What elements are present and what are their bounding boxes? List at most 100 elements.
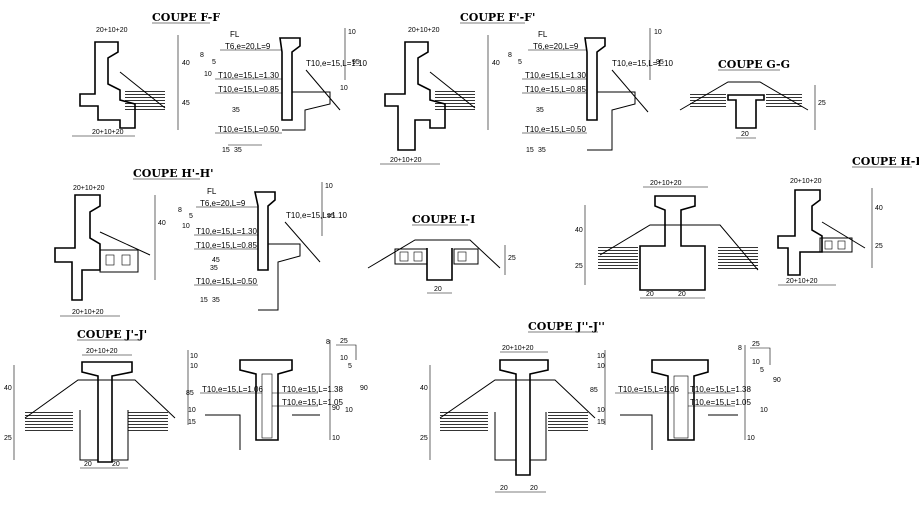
- t-section-outline: [651, 359, 709, 441]
- soil-hatch-right: [718, 245, 758, 270]
- dim-text: 8: [178, 207, 182, 214]
- soil-hatch-right: [766, 94, 802, 108]
- dim-text: 5: [518, 59, 522, 66]
- rebar-label: T10,e=15,L=1.10: [306, 59, 367, 68]
- section-f-prime: COUPE F'-F' 40 20+10+20 20+10+20: [380, 11, 535, 165]
- section-title: COUPE F'-F': [460, 11, 535, 24]
- dim-text: 20+10+20: [502, 345, 534, 352]
- section-title: COUPE J''-J'': [528, 320, 605, 333]
- rebar-label: T10,e=15,L=1.05: [690, 398, 751, 407]
- dim-text: 10: [340, 355, 348, 362]
- dim-text: 10: [188, 407, 196, 414]
- dim-text: 10: [182, 223, 190, 230]
- dim-text: 45: [182, 100, 190, 107]
- dim-text: 90: [332, 405, 340, 412]
- soil-hatch-left: [440, 412, 488, 432]
- dim-text: 20: [500, 485, 508, 492]
- dim-text: 20+10+20: [96, 27, 128, 34]
- section-title: COUPE H'-H': [133, 167, 214, 180]
- section-h-prime: COUPE H'-H' 40 20+10+20 20+10+20: [54, 167, 214, 317]
- dim-text: 15: [597, 419, 605, 426]
- dim-text: 95: [656, 59, 664, 66]
- dim-text: 25: [508, 255, 516, 262]
- slope-line: [821, 221, 866, 249]
- slope-line: [429, 71, 476, 109]
- rebar-detail-j-prime: T10,e=15,L=1.06 T10,e=15,L=1.38 T10,e=15…: [186, 338, 368, 450]
- dim-text: 25: [818, 100, 826, 107]
- dim-text: 25: [420, 435, 428, 442]
- slope-line: [305, 69, 341, 111]
- parapet-profile: [384, 41, 446, 151]
- dim-text: 85: [590, 387, 598, 394]
- footing-outline: [494, 412, 547, 461]
- slope-outline: [24, 379, 176, 419]
- rebar-label: FL: [230, 30, 240, 39]
- dim-text: 20: [530, 485, 538, 492]
- rebar-detail-h-prime: FL T6,e=20,L=9 T10,e=15,L=1.30 T10,e=15,…: [178, 182, 347, 311]
- dim-text: 10: [597, 407, 605, 414]
- dim-text: 15: [200, 297, 208, 304]
- dim-text: 10: [204, 71, 212, 78]
- dim-text: 10: [345, 407, 353, 414]
- rebar-label: T10,e=15,L=1.05: [282, 398, 343, 407]
- dim-text: 10: [760, 407, 768, 414]
- soil-hatch-right: [548, 412, 588, 432]
- rebar-label: T6,e=20,L=9: [200, 199, 246, 208]
- dim-text: 10: [747, 435, 755, 442]
- slope-line: [284, 221, 321, 263]
- block-cell: [824, 240, 833, 250]
- dim-text: 40: [575, 227, 583, 234]
- dim-text: 10: [190, 363, 198, 370]
- dim-text: 25: [575, 263, 583, 270]
- dim-text: 20+10+20: [790, 178, 822, 185]
- dim-text: 35: [232, 107, 240, 114]
- rebar-label: FL: [207, 187, 217, 196]
- dim-text: 90: [360, 385, 368, 392]
- rebar-label: T10,e=15,L=1.10: [286, 211, 347, 220]
- rebar-label: T10,e=15,L=0.50: [196, 277, 257, 286]
- dim-text: 10: [654, 29, 662, 36]
- dim-text: 10: [190, 353, 198, 360]
- rebar-label: T10,e=15,L=0.85: [525, 85, 586, 94]
- dim-text: 5: [189, 213, 193, 220]
- t-section-outline: [81, 361, 133, 463]
- wall-outline: [254, 191, 276, 271]
- soil-hatch: [125, 90, 165, 110]
- hollow-block: [99, 249, 139, 273]
- block-cell: [457, 251, 467, 262]
- slope-outline: [367, 239, 501, 269]
- dim-text: 20+10+20: [73, 185, 105, 192]
- dim-text: 40: [492, 60, 500, 67]
- ground-line: [205, 414, 320, 450]
- dim-text: 10: [348, 29, 356, 36]
- section-i-i: COUPE I-I 20 25: [367, 213, 516, 294]
- dim-text: 20+10+20: [786, 278, 818, 285]
- dim-text: 20: [646, 291, 654, 298]
- section-title: COUPE I-I: [412, 213, 475, 226]
- rebar-label: T10,e=15,L=1.06: [618, 385, 679, 394]
- dim-text: 35: [538, 147, 546, 154]
- dim-text: 8: [508, 52, 512, 59]
- dim-text: 10: [325, 183, 333, 190]
- dim-text: 20: [84, 461, 92, 468]
- dim-text: 20: [434, 286, 442, 293]
- block-cell: [399, 251, 409, 262]
- footing-outline: [79, 410, 129, 461]
- section-h-h: COUPE H-H 40 25 20+10+20 20+10+20: [777, 155, 919, 286]
- section-title: COUPE J'-J': [77, 328, 147, 341]
- dim-text: 95: [327, 213, 335, 220]
- dim-text: 10: [597, 353, 605, 360]
- rebar-detail-f-f: FL T6,e=20,L=9 T10,e=15,L=1.30 T10,e=15,…: [200, 28, 367, 154]
- ground-line: [620, 414, 738, 450]
- dim-text: 35: [212, 297, 220, 304]
- hollow-block: [819, 237, 853, 253]
- t-section-outline: [499, 359, 549, 476]
- section-title: COUPE G-G: [718, 58, 790, 71]
- dim-text: 20+10+20: [408, 27, 440, 34]
- dim-text: 8: [738, 345, 742, 352]
- rebar-label: T10,e=15,L=1.06: [202, 385, 263, 394]
- dim-text: 85: [186, 390, 194, 397]
- dim-text: 15: [188, 419, 196, 426]
- dim-text: 45: [212, 257, 220, 264]
- rebar-label: T10,e=15,L=1.38: [282, 385, 343, 394]
